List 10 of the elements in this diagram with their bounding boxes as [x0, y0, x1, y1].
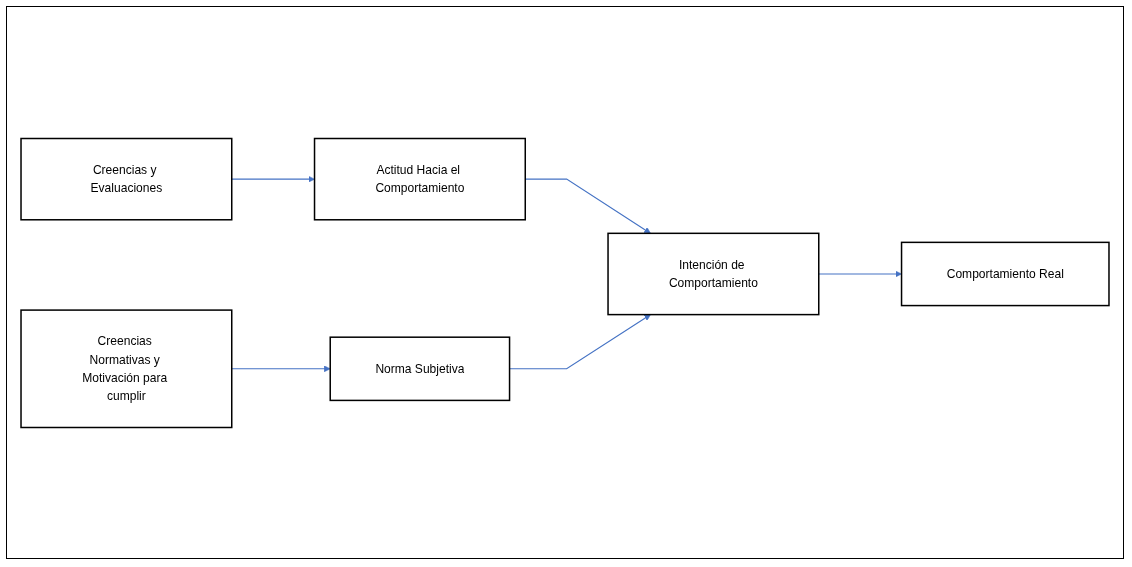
- node-box: Creencias y Evaluaciones: [20, 137, 233, 221]
- arrow: [231, 365, 331, 372]
- node-box: Actitud Hacia el Comportamiento: [313, 137, 526, 221]
- node-box: Intención de Comportamiento: [607, 232, 820, 315]
- arrow: [509, 313, 651, 369]
- node-box: Creencias Normativas y Motivación para cumplir: [20, 308, 233, 428]
- arrow: [231, 175, 315, 182]
- node-box: Comportamiento Real: [900, 241, 1110, 306]
- node-box: Norma Subjetiva: [329, 335, 511, 401]
- arrow: [818, 270, 902, 277]
